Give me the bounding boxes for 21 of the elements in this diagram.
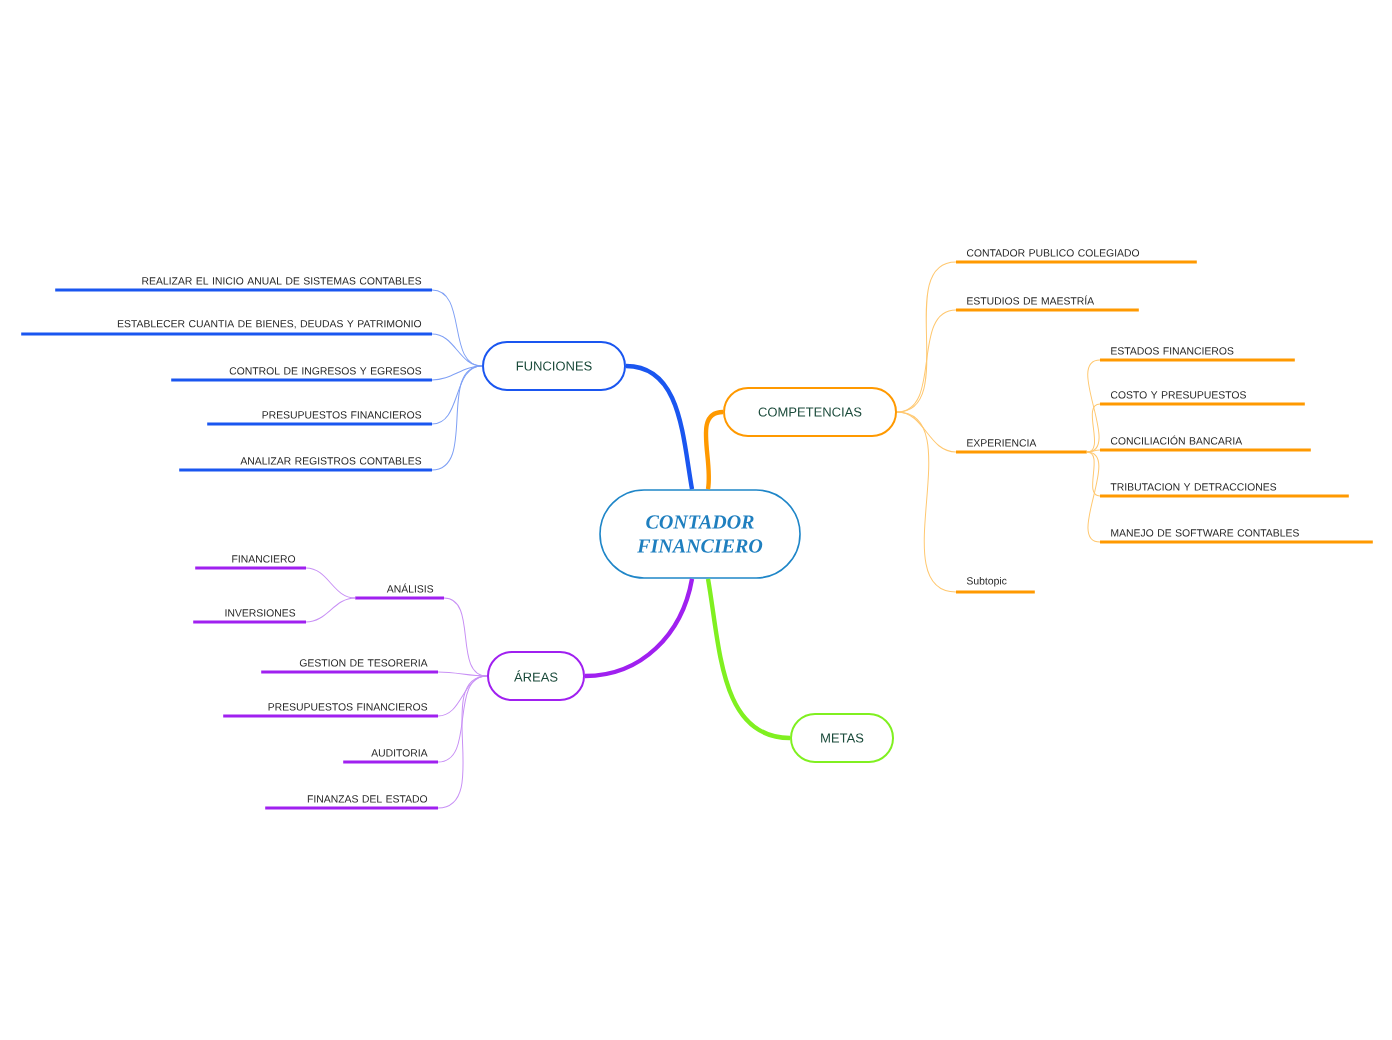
branch-line — [1086, 449, 1101, 453]
branch-line — [1086, 403, 1101, 453]
branch-line — [705, 578, 791, 741]
branch-line — [625, 363, 695, 490]
branch-line — [437, 675, 488, 717]
branch-line — [896, 309, 957, 413]
central-topic-box: CONTADOR FINANCIERO — [599, 489, 801, 579]
branch-line — [431, 365, 483, 425]
branch-line — [431, 365, 483, 471]
branch-line — [1086, 359, 1101, 453]
branch-line — [431, 333, 483, 367]
branch-line — [437, 675, 488, 809]
branch-line — [1086, 451, 1101, 497]
branch-line — [443, 597, 488, 677]
branch-line — [305, 567, 356, 599]
branch-line — [584, 578, 695, 679]
branch-line — [305, 597, 356, 623]
branch-line — [437, 671, 488, 677]
branch-line — [896, 411, 957, 593]
branch-line — [1086, 451, 1101, 543]
branch-line — [703, 409, 724, 490]
